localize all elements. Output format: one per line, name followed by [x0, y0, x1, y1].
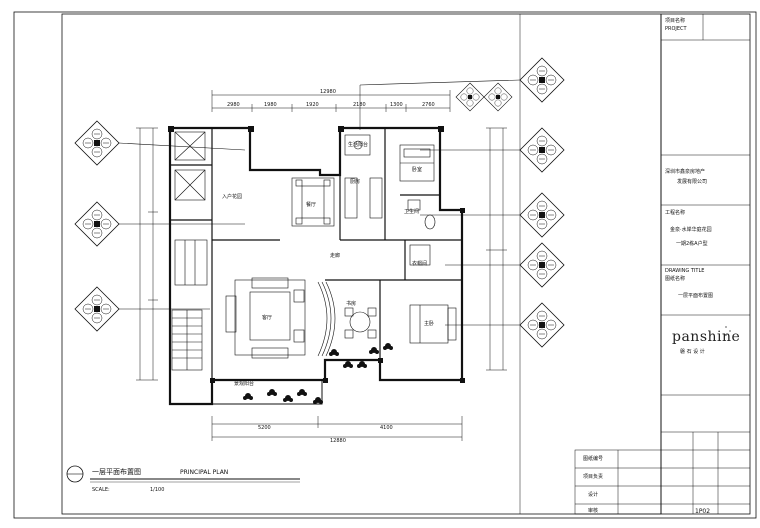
bedroom2	[399, 144, 435, 182]
drawing-title-label: DRAWING TITLE	[665, 268, 705, 274]
index-marker	[74, 120, 120, 166]
index-marker-small	[483, 82, 513, 112]
client-sub: PROJECT	[665, 26, 687, 32]
client-name-1: 深圳市鑫泉房地产	[665, 169, 706, 175]
index-marker	[519, 192, 565, 238]
client-name-2: 发展有限公司	[677, 179, 708, 185]
scale-value: 1/100	[150, 487, 165, 493]
project-name-1: 金泉·水岸华庭花园	[670, 227, 712, 233]
study	[344, 307, 377, 339]
master-bed	[409, 304, 457, 344]
sheet-number: 1P02	[695, 508, 711, 515]
dim-top-1: 2980	[227, 102, 240, 108]
scale-label: SCALE:	[92, 487, 110, 493]
interior-walls	[170, 128, 462, 380]
dim-bottom-1: 5200	[258, 425, 271, 431]
brand-sub: 磐 石 设 计	[680, 349, 705, 355]
index-marker	[74, 286, 120, 332]
dim-bottom-2: 4100	[380, 425, 393, 431]
drawing-title-sub: 图纸名称	[665, 276, 686, 282]
dim-top-3: 1920	[306, 102, 319, 108]
dim-top-2: 1980	[264, 102, 277, 108]
index-marker	[519, 57, 565, 103]
bay-window	[317, 281, 336, 357]
checker-label: 图纸编号	[583, 456, 604, 462]
room-label-bath: 卫生间	[404, 209, 420, 215]
living-room	[225, 277, 306, 359]
plants	[243, 343, 393, 404]
brand-logo-text: panshine	[672, 329, 741, 345]
dimension-top	[211, 85, 451, 130]
dim-top-4: 2180	[353, 102, 366, 108]
balcony	[211, 379, 323, 405]
dining-table	[291, 177, 335, 227]
row-label-3: 审核	[588, 508, 599, 514]
dim-bottom-total: 12880	[330, 438, 346, 444]
project-name-2: 一期2栋A户型	[676, 241, 708, 247]
inner-frame	[61, 13, 751, 515]
kitchen	[344, 134, 383, 219]
leader-lines	[118, 79, 521, 326]
dim-top-total: 12980	[320, 89, 336, 95]
dim-top-6: 2760	[422, 102, 435, 108]
plan-title: 一层平面布置图	[92, 468, 141, 476]
elevator-stair	[171, 131, 208, 371]
room-label-dining: 餐厅	[306, 202, 317, 208]
room-label-laundry: 生活阳台	[348, 142, 369, 148]
brand-dots	[725, 326, 731, 336]
row-label-2: 设计	[588, 492, 599, 498]
room-label-bedroom2: 卧室	[412, 167, 423, 173]
client-label: 项目名称	[665, 18, 686, 24]
index-marker	[519, 242, 565, 288]
dim-top-5: 1300	[390, 102, 403, 108]
room-label-kitchen: 厨房	[350, 179, 361, 185]
room-label-master: 主卧	[424, 321, 435, 327]
room-label-balcony: 景观阳台	[234, 381, 255, 387]
room-label-entry: 入户花园	[222, 194, 243, 200]
outer-frame	[13, 11, 757, 519]
plan-title-en: PRINCIPAL PLAN	[180, 469, 229, 476]
index-marker	[519, 302, 565, 348]
drawing-title: 一层平面布置图	[678, 293, 714, 299]
dimension-sides	[136, 127, 507, 381]
dimension-bottom	[211, 416, 463, 441]
index-marker	[74, 201, 120, 247]
title-block-grid	[574, 14, 750, 515]
index-marker-small	[455, 82, 485, 112]
row-label-1: 项目负责	[583, 474, 604, 480]
index-marker	[519, 127, 565, 173]
room-label-study: 书房	[346, 301, 357, 307]
room-label-closet: 衣帽间	[412, 261, 428, 267]
room-label-corridor: 走廊	[330, 253, 341, 259]
project-label: 工程名称	[665, 210, 686, 216]
room-label-living: 客厅	[262, 315, 273, 321]
